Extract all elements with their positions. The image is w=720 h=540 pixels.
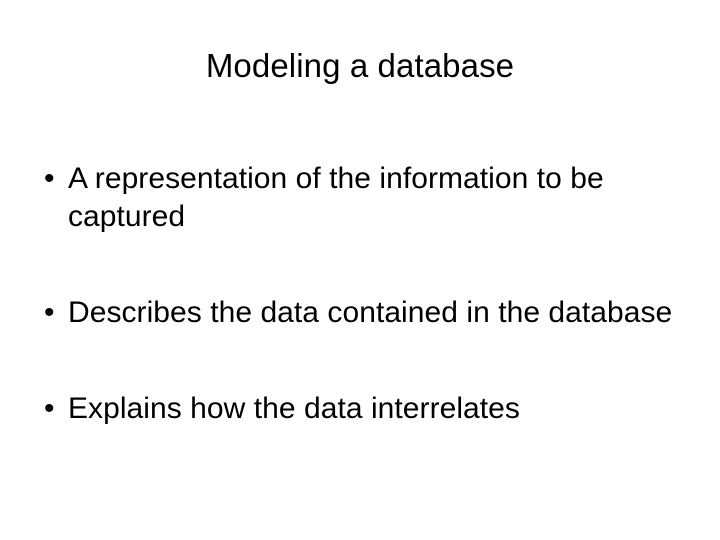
bullet-point-icon: •: [44, 162, 55, 195]
bullet-item-label: Explains how the data interrelates: [68, 392, 520, 425]
page-title: Modeling a database: [205, 47, 515, 84]
bullet-list: • A representation of the information to…: [40, 160, 680, 428]
bullet-item-label: A representation of the information to b…: [68, 162, 604, 233]
bullet-point-icon: •: [44, 392, 55, 425]
list-item: • A representation of the information to…: [40, 160, 680, 236]
bullet-point-icon: •: [44, 296, 55, 329]
list-item: • Explains how the data interrelates: [40, 390, 680, 428]
list-item: • Describes the data contained in the da…: [40, 294, 680, 332]
bullet-item-label: Describes the data contained in the data…: [68, 296, 673, 329]
slide-body: • A representation of the information to…: [40, 160, 680, 428]
